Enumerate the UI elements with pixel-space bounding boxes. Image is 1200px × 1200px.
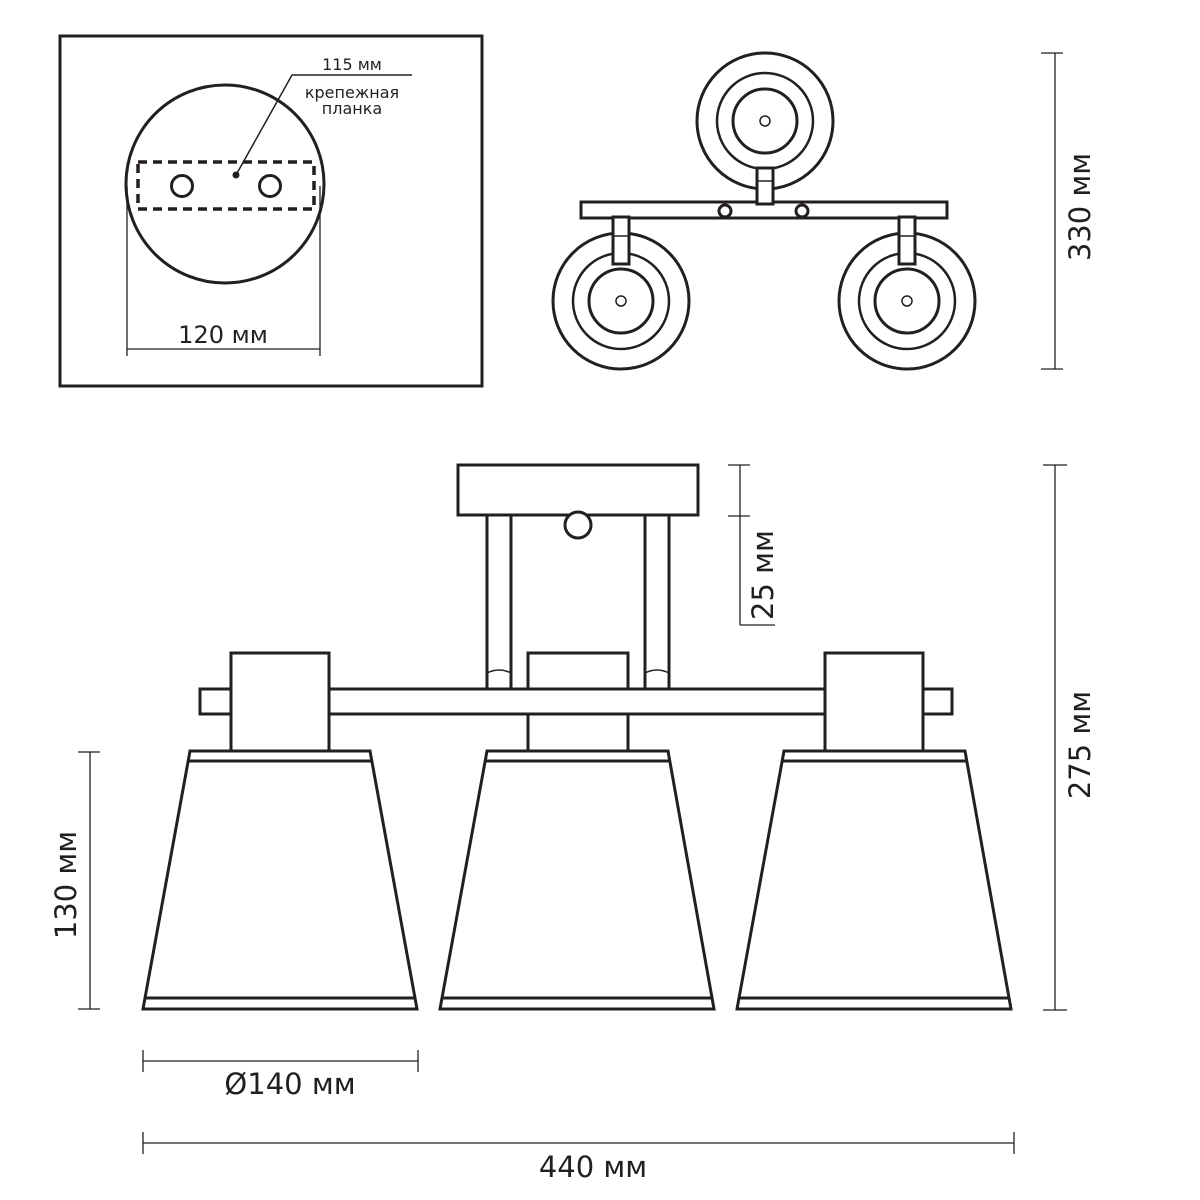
canopy [456,463,700,517]
plate-note-line2: планка [322,99,382,118]
top-arm-connector [755,166,775,206]
plate-length-label: 115 мм [322,55,382,74]
left-shade-center [615,295,627,307]
plate-note-line1: крепежная [305,83,399,102]
screw-hole-right [258,174,282,198]
right-shade-mid [857,251,957,351]
screw-hole-left [170,174,194,198]
right-shade-center [901,295,913,307]
shade-height-label: 130 мм [49,831,83,939]
shade-right [735,749,1013,1011]
top-shade-inner [731,87,799,155]
shade-center [438,749,716,1011]
canopy-knob [563,510,593,540]
right-shade-inner [873,267,941,335]
canopy-height-label: 25 мм [746,530,780,620]
base-diameter-label: 120 мм [178,321,268,349]
total-width-label: 440 мм [539,1150,647,1184]
mounting-plate-dashed [136,160,316,211]
top-shade-mid [715,71,815,171]
front-view: 25 мм 275 мм 130 мм Ø140 мм 440 мм [49,463,1097,1184]
rod-left [485,513,513,691]
plate-leader-line [235,74,412,176]
holder-right [823,651,925,753]
shade-diameter-label: Ø140 мм [224,1067,355,1101]
total-height-label: 275 мм [1063,691,1097,799]
center-block [526,651,630,691]
rod-right [643,513,671,691]
ceiling-base-circle [124,83,326,285]
mount-detail-panel: 115 мм крепежная планка 120 мм [58,34,484,388]
left-shade-mid [571,251,671,351]
top-shade-center [759,115,771,127]
left-shade-inner [587,267,655,335]
left-arm-connector [611,215,631,266]
holder-left [229,651,331,753]
bar-screw-right [794,203,810,219]
shade-left [141,749,419,1011]
holder-center [526,712,630,753]
depth-label: 330 мм [1063,153,1097,261]
detail-frame [58,34,484,388]
right-arm-connector [897,215,917,266]
top-view: 330 мм [551,51,1097,371]
bar-screw-left [717,203,733,219]
